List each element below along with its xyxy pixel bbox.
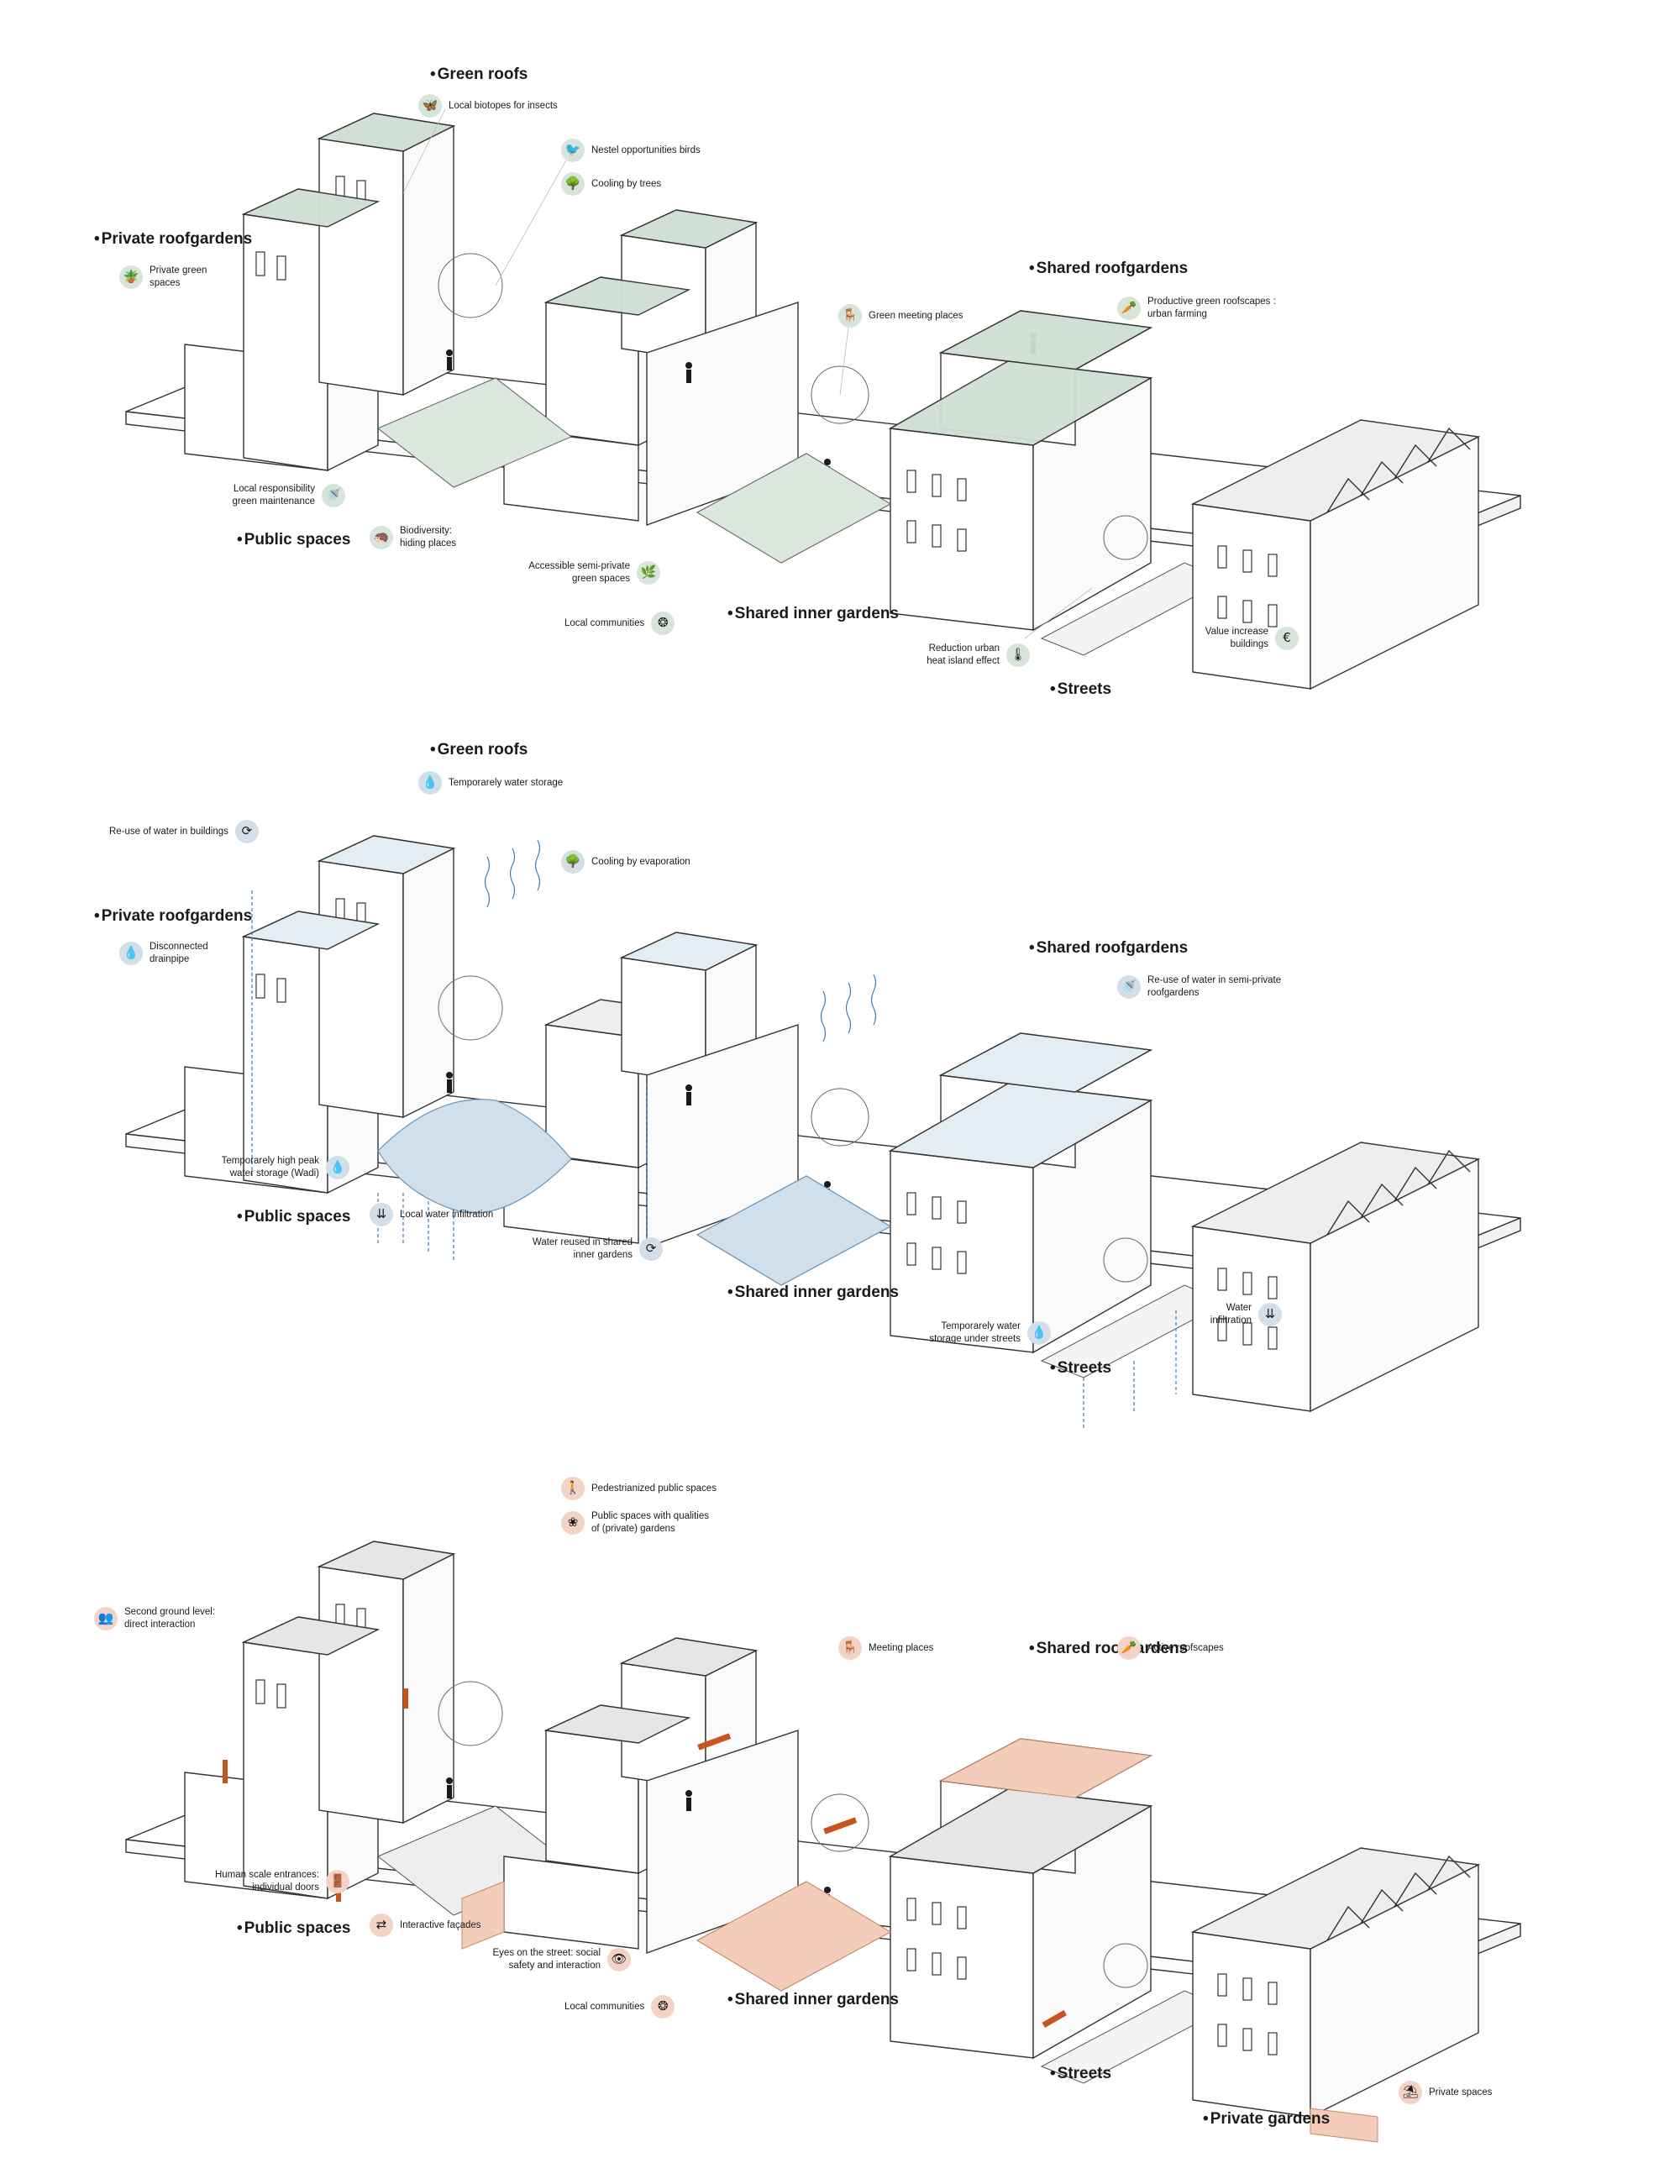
annotation: 👥 Second ground level: direct interactio… bbox=[94, 1606, 217, 1631]
annotation: ⟳ Water reused in shared inner gardens bbox=[528, 1236, 663, 1262]
watering-can-icon: 🚿 bbox=[322, 483, 345, 507]
annotation: 💧 Temporarely water storage under street… bbox=[920, 1320, 1051, 1346]
annotation: 💧 Temporarely water storage bbox=[418, 771, 563, 795]
annotation: 🦔 Biodiversity: hiding places bbox=[370, 525, 475, 550]
category-streets: Streets bbox=[1050, 1359, 1111, 1378]
carrot-icon: 🥕 bbox=[1117, 1636, 1141, 1660]
annotation: ❂ Local communities bbox=[564, 1995, 675, 2019]
butterfly-icon: 🦋 bbox=[418, 94, 442, 118]
infiltration-icon: ⇊ bbox=[370, 1203, 393, 1226]
category-shared-roofgardens: Shared roofgardens bbox=[1029, 260, 1189, 278]
annotation: ⛱ Private spaces bbox=[1399, 2081, 1492, 2104]
euro-icon: € bbox=[1275, 626, 1299, 650]
carrot-icon: 🥕 bbox=[1117, 296, 1141, 320]
category-public-spaces: Public spaces bbox=[237, 531, 351, 549]
pedestrian-icon: 🚶 bbox=[561, 1477, 585, 1500]
category-shared-roofgardens: Shared roofgardens bbox=[1029, 1640, 1189, 1658]
annotation: 🚶 Pedestrianized public spaces bbox=[561, 1477, 717, 1500]
annotation: ❀ Public spaces with qualities of (priva… bbox=[561, 1510, 717, 1536]
plant-pot-icon: 🪴 bbox=[119, 265, 143, 289]
annotation: 🚿 Local responsibility green maintenance bbox=[214, 483, 345, 508]
water-drop-icon: 💧 bbox=[1027, 1320, 1051, 1345]
annotation: 🪑 Green meeting places bbox=[838, 304, 963, 328]
category-shared-inner-gardens: Shared inner gardens bbox=[727, 1991, 899, 2009]
lounger-icon: ⛱ bbox=[1399, 2081, 1422, 2104]
annotation: 🚪 Human scale entrances: individual door… bbox=[210, 1869, 349, 1894]
door-icon: 🚪 bbox=[326, 1869, 349, 1893]
category-private-roofgardens: Private roofgardens bbox=[94, 230, 253, 249]
annotation: 🥕 Active roofscapes bbox=[1117, 1636, 1224, 1660]
annotation: 👁 Eyes on the street: social safety and … bbox=[483, 1947, 631, 1972]
annotation: 💧 Temporarely high peak water storage (W… bbox=[210, 1155, 349, 1180]
tree-icon: 🌳 bbox=[561, 850, 585, 874]
category-green-roofs: Green roofs bbox=[430, 741, 528, 759]
annotation: ⟳ Re-use of water in buildings bbox=[109, 820, 259, 843]
category-shared-inner-gardens: Shared inner gardens bbox=[727, 1284, 899, 1302]
tree-icon: 🌳 bbox=[561, 172, 585, 196]
arrows-icon: ⇄ bbox=[370, 1914, 393, 1937]
infiltration-icon: ⇊ bbox=[1258, 1302, 1282, 1326]
bench-icon: 🪑 bbox=[838, 1636, 862, 1660]
diagram-green: Green roofs Private roofgardens Shared r… bbox=[0, 0, 1680, 722]
water-drop-icon: 💧 bbox=[418, 771, 442, 795]
flower-icon: ❀ bbox=[561, 1510, 585, 1535]
water-drop-icon: 💧 bbox=[119, 941, 143, 965]
axonometric-drawing-social bbox=[125, 1541, 1521, 2143]
category-shared-roofgardens: Shared roofgardens bbox=[1029, 939, 1189, 958]
annotation: 🪑 Meeting places bbox=[838, 1636, 933, 1660]
category-green-roofs: Green roofs bbox=[430, 66, 528, 84]
axonometric-drawing-green bbox=[125, 108, 1521, 690]
annotation: ⇊ Local water infiltration bbox=[370, 1203, 493, 1226]
water-drop-icon: 💧 bbox=[326, 1155, 349, 1179]
category-private-gardens: Private gardens bbox=[1203, 2110, 1331, 2129]
annotation: ⇄ Interactive façades bbox=[370, 1914, 481, 1937]
hedgehog-icon: 🦔 bbox=[370, 525, 393, 549]
category-public-spaces: Public spaces bbox=[237, 1919, 351, 1938]
diagram-water: Green roofs Private roofgardens Shared r… bbox=[0, 722, 1680, 1428]
annotation: 🌡 Reduction urban heat island effect bbox=[916, 643, 1030, 668]
community-icon: ❂ bbox=[651, 1995, 675, 2019]
axonometric-drawing-water bbox=[125, 835, 1521, 1428]
category-private-roofgardens: Private roofgardens bbox=[94, 907, 253, 926]
annotation: 🦋 Local biotopes for insects bbox=[418, 94, 558, 118]
recycle-icon: ⟳ bbox=[234, 820, 259, 843]
category-streets: Streets bbox=[1050, 2065, 1111, 2083]
thermometer-icon: 🌡 bbox=[1006, 643, 1030, 667]
bird-nest-icon: 🐦 bbox=[561, 139, 585, 162]
people-group-icon: 👥 bbox=[94, 1606, 118, 1630]
diagram-social: Shared roofgardens Public spaces Shared … bbox=[0, 1428, 1680, 2184]
category-shared-inner-gardens: Shared inner gardens bbox=[727, 605, 899, 623]
annotation: 🥕 Productive green roofscapes : urban fa… bbox=[1117, 296, 1282, 321]
eye-icon: 👁 bbox=[607, 1947, 631, 1971]
annotation: 🪴 Private green spaces bbox=[119, 265, 225, 290]
annotation: ⇊ Water infiltration bbox=[1193, 1302, 1282, 1327]
recycle-icon: ⟳ bbox=[639, 1236, 663, 1261]
annotation: 💧 Disconnected drainpipe bbox=[119, 941, 225, 966]
annotation: € Value increase buildings bbox=[1193, 626, 1299, 651]
watering-can-icon: 🚿 bbox=[1117, 974, 1141, 999]
annotation: 🌳 Cooling by evaporation bbox=[561, 850, 690, 874]
bench-icon: 🪑 bbox=[838, 304, 862, 328]
community-icon: ❂ bbox=[651, 612, 675, 635]
annotation: 🌳 Cooling by trees bbox=[561, 172, 661, 196]
annotation: 🚿 Re-use of water in semi-private roofga… bbox=[1117, 974, 1282, 1000]
category-streets: Streets bbox=[1050, 680, 1111, 699]
annotation: 🌿 Accessible semi-private green spaces bbox=[525, 560, 660, 585]
category-public-spaces: Public spaces bbox=[237, 1208, 351, 1226]
shrub-icon: 🌿 bbox=[637, 560, 660, 585]
annotation: ❂ Local communities bbox=[564, 612, 675, 635]
annotation: 🐦 Nestel opportunities birds bbox=[561, 139, 701, 162]
